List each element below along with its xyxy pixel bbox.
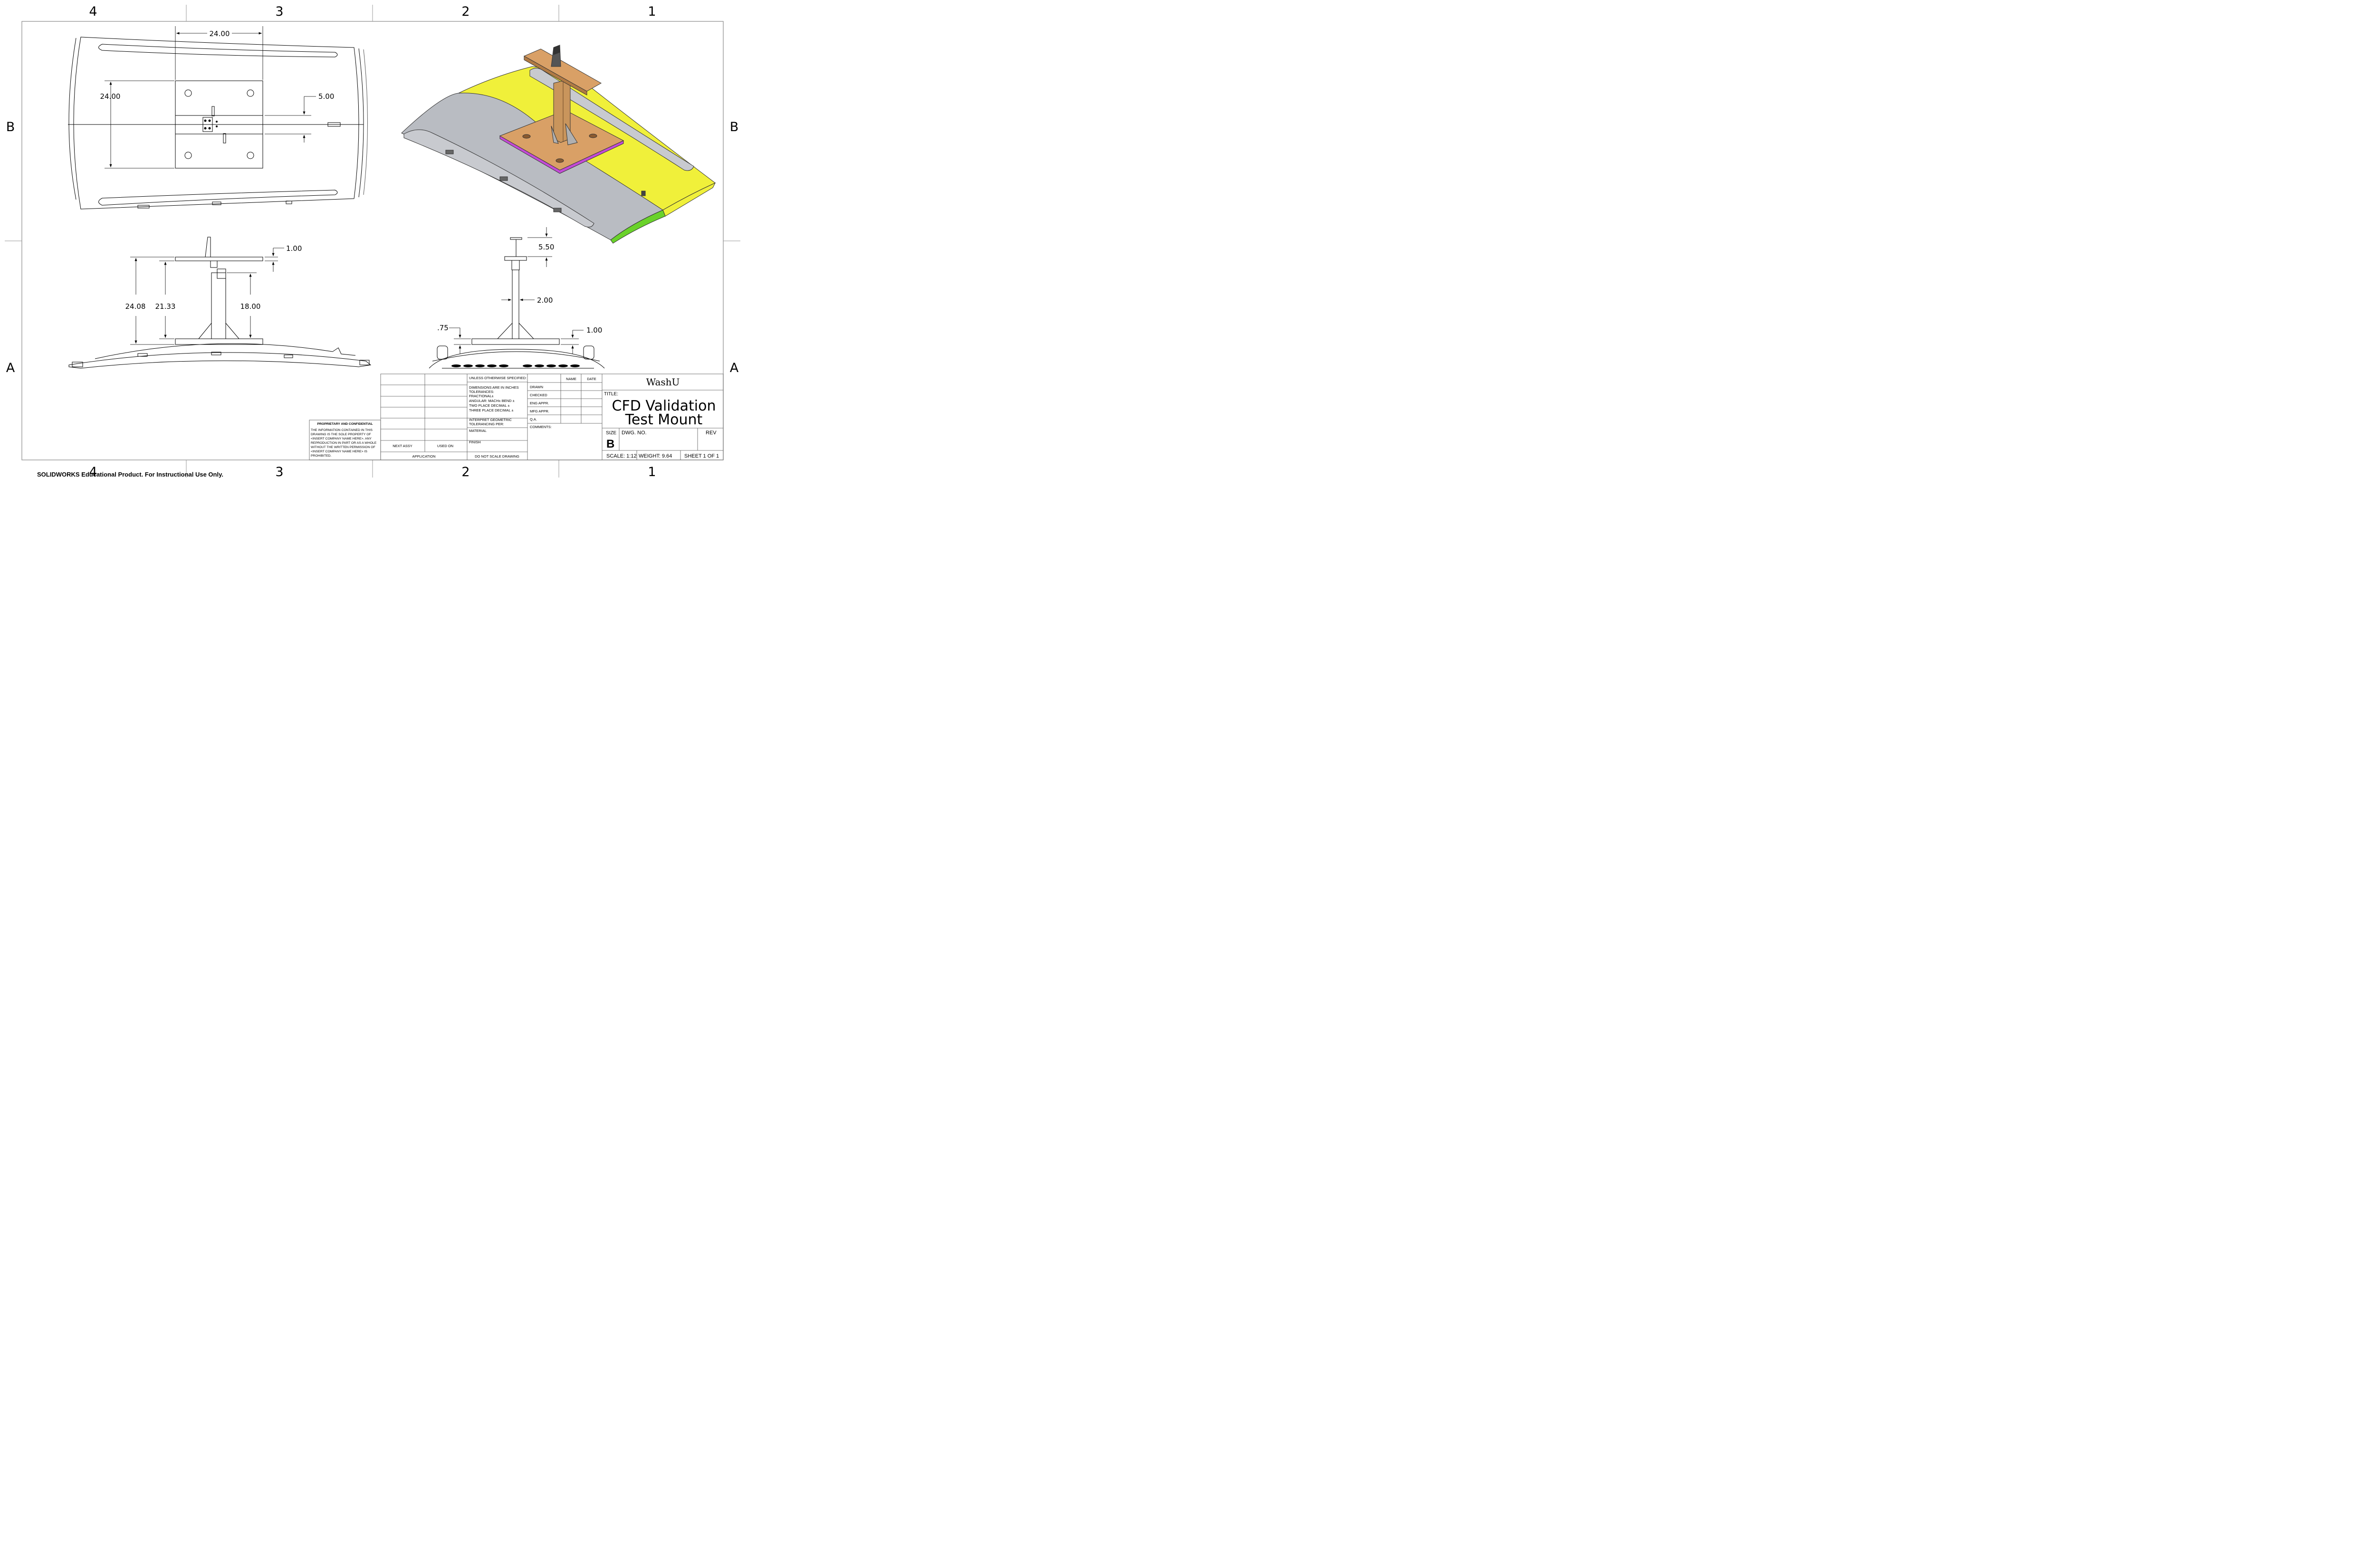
title-block-text: UNLESS OTHERWISE SPECIFIED: DIMENSIONS A… <box>311 376 719 459</box>
date-header: DATE <box>587 377 596 381</box>
zone-col-3-top: 3 <box>275 4 283 19</box>
proprietary-line-2: DRAWING IS THE SOLE PROPERTY OF <box>311 433 371 436</box>
title-block-lines <box>309 373 724 460</box>
interpret-line-1: INTERPRET GEOMETRIC <box>469 418 512 422</box>
dim-front-base-left: .75 <box>437 324 449 332</box>
dim-front-column: 2.00 <box>537 296 553 305</box>
title-label: TITLE: <box>604 392 618 397</box>
dwg-no-label: DWG. NO. <box>622 430 647 436</box>
zone-row-b-left: B <box>6 120 15 134</box>
dim-top-offset: 5.00 <box>318 92 334 101</box>
zone-row-b-right: B <box>730 120 739 134</box>
top-view <box>68 26 368 210</box>
unless-specified: UNLESS OTHERWISE SPECIFIED: <box>469 376 527 380</box>
dim-top-width: 24.00 <box>210 29 230 38</box>
zone-labels: 4 3 2 1 4 3 2 1 B B A A <box>6 4 739 479</box>
wing-green-edge <box>610 210 666 244</box>
zone-row-a-left: A <box>6 361 15 375</box>
application-label: APPLICATION <box>412 454 435 459</box>
size-label: SIZE <box>606 430 617 436</box>
material-label: MATERIAL <box>469 429 487 433</box>
scale-value: SCALE: 1:12 <box>606 453 637 459</box>
front-view <box>429 227 605 369</box>
role-mfg-appr: MFG APPR. <box>530 409 549 413</box>
tolerance-line-5: TWO PLACE DECIMAL ± <box>469 403 510 408</box>
tolerance-line-2: TOLERANCES: <box>469 390 494 394</box>
role-qa: Q.A. <box>530 417 537 421</box>
weight-value: WEIGHT: 9.64 <box>639 453 672 459</box>
dim-top-height: 24.00 <box>100 92 121 101</box>
proprietary-line-3: <INSERT COMPANY NAME HERE>. ANY <box>311 437 372 440</box>
proprietary-line-5: WITHOUT THE WRITTEN PERMISSION OF <box>311 446 375 449</box>
proprietary-line-1: THE INFORMATION CONTAINED IN THIS <box>311 429 373 432</box>
zone-col-2-top: 2 <box>461 4 469 19</box>
drawing-title-line-2: Test Mount <box>625 411 703 428</box>
do-not-scale: DO NOT SCALE DRAWING <box>475 454 519 459</box>
dim-side-column: 18.00 <box>240 302 261 311</box>
tolerance-line-1: DIMENSIONS ARE IN INCHES <box>469 385 519 390</box>
zone-col-1-bottom: 1 <box>648 465 656 479</box>
engineering-drawing: 4 3 2 1 4 3 2 1 B B A A <box>5 4 740 479</box>
isometric-view <box>401 45 716 244</box>
company-name: WashU <box>646 376 680 388</box>
educational-footer: SOLIDWORKS Educational Product. For Inst… <box>37 471 223 478</box>
rev-label: REV <box>706 430 717 436</box>
dim-side-mid: 21.33 <box>155 302 176 311</box>
proprietary-line-7: PROHIBITED. <box>311 454 332 458</box>
zone-col-1-top: 1 <box>648 4 656 19</box>
zone-col-4-top: 4 <box>89 4 97 19</box>
zone-col-2-bottom: 2 <box>461 465 469 479</box>
dim-side-plate: 1.00 <box>286 244 302 253</box>
role-eng-appr: ENG APPR. <box>530 401 549 405</box>
role-comments: COMMENTS: <box>530 425 552 429</box>
interpret-line-2: TOLERANCING PER: <box>469 422 504 426</box>
dim-front-base-right: 1.00 <box>586 326 602 335</box>
proprietary-line-4: REPRODUCTION IN PART OR AS A WHOLE <box>311 441 377 445</box>
sheet-value: SHEET 1 OF 1 <box>684 453 719 459</box>
proprietary-heading: PROPRIETARY AND CONFIDENTIAL <box>317 422 373 426</box>
tolerance-line-3: FRACTIONAL± <box>469 394 494 398</box>
role-checked: CHECKED <box>530 393 547 397</box>
side-view <box>68 237 372 369</box>
top-plate <box>523 48 602 92</box>
tolerance-line-6: THREE PLACE DECIMAL ± <box>469 408 513 412</box>
drawing-title-line-1: CFD Validation <box>612 398 716 414</box>
size-value: B <box>606 438 614 450</box>
zone-col-3-bottom: 3 <box>275 465 283 479</box>
dim-front-top: 5.50 <box>538 243 554 251</box>
finish-label: FINISH <box>469 440 481 444</box>
zone-row-a-right: A <box>730 361 739 375</box>
used-on-label: USED ON <box>437 444 453 448</box>
next-assy-label: NEXT ASSY <box>393 444 412 448</box>
zone-col-4-bottom: 4 <box>89 465 97 479</box>
dim-side-total: 24.08 <box>125 302 146 311</box>
name-header: NAME <box>566 377 576 381</box>
role-drawn: DRAWN <box>530 385 543 389</box>
proprietary-line-6: <INSERT COMPANY NAME HERE> IS <box>311 450 367 453</box>
tolerance-line-4: ANGULAR: MACH± BEND ± <box>469 399 515 403</box>
